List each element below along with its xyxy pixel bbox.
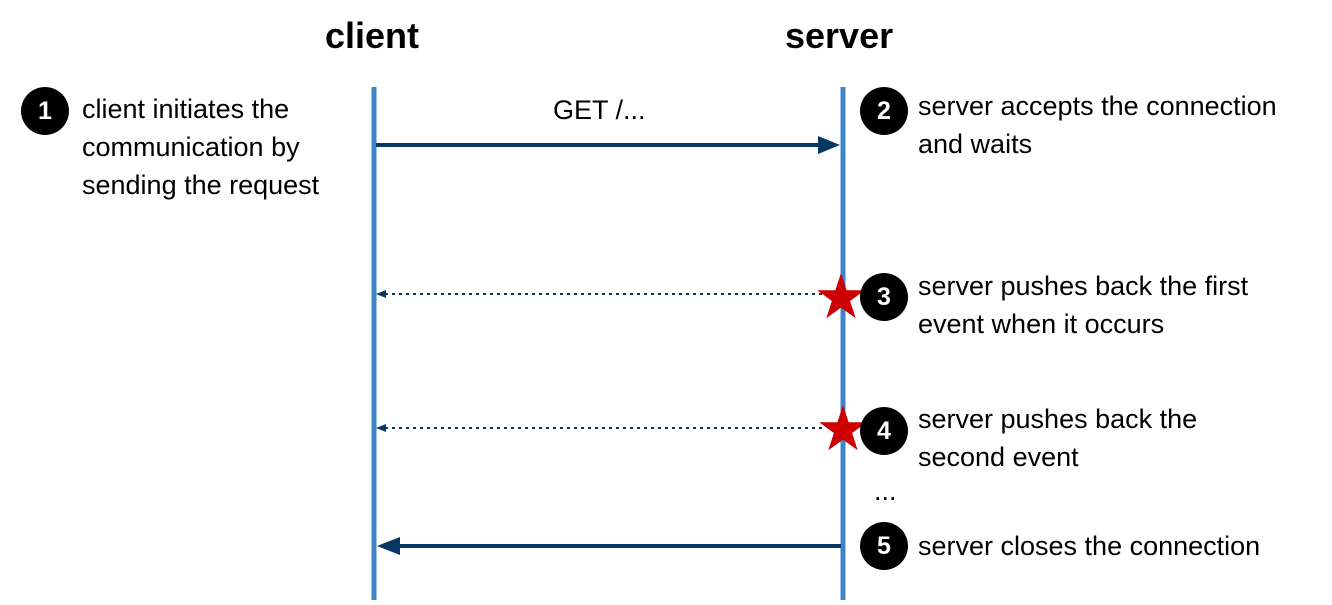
ellipsis-text: ... (874, 476, 897, 506)
step-description: server pushes back the first event when … (918, 271, 1249, 339)
step-badge: 1 (21, 87, 69, 135)
request-arrowhead (818, 136, 840, 154)
step-description: server pushes back the second event (918, 404, 1198, 472)
step-description: client initiates the communication by se… (82, 94, 320, 200)
step-badge: 3 (860, 273, 908, 321)
step-badge: 4 (860, 407, 908, 455)
star-icon (819, 405, 867, 451)
star-icon (817, 273, 865, 319)
step-badge: 2 (860, 87, 908, 135)
client-title: client (325, 15, 420, 56)
event-2-arrowhead (376, 424, 386, 432)
request-label: GET /... (553, 95, 646, 125)
step-description: server closes the connection (918, 531, 1261, 561)
server-title: server (785, 15, 894, 56)
event-1-arrowhead (376, 290, 386, 298)
step-badge: 5 (860, 522, 908, 570)
close-arrowhead (377, 537, 400, 555)
step-description: server accepts the connection and waits (918, 91, 1277, 159)
